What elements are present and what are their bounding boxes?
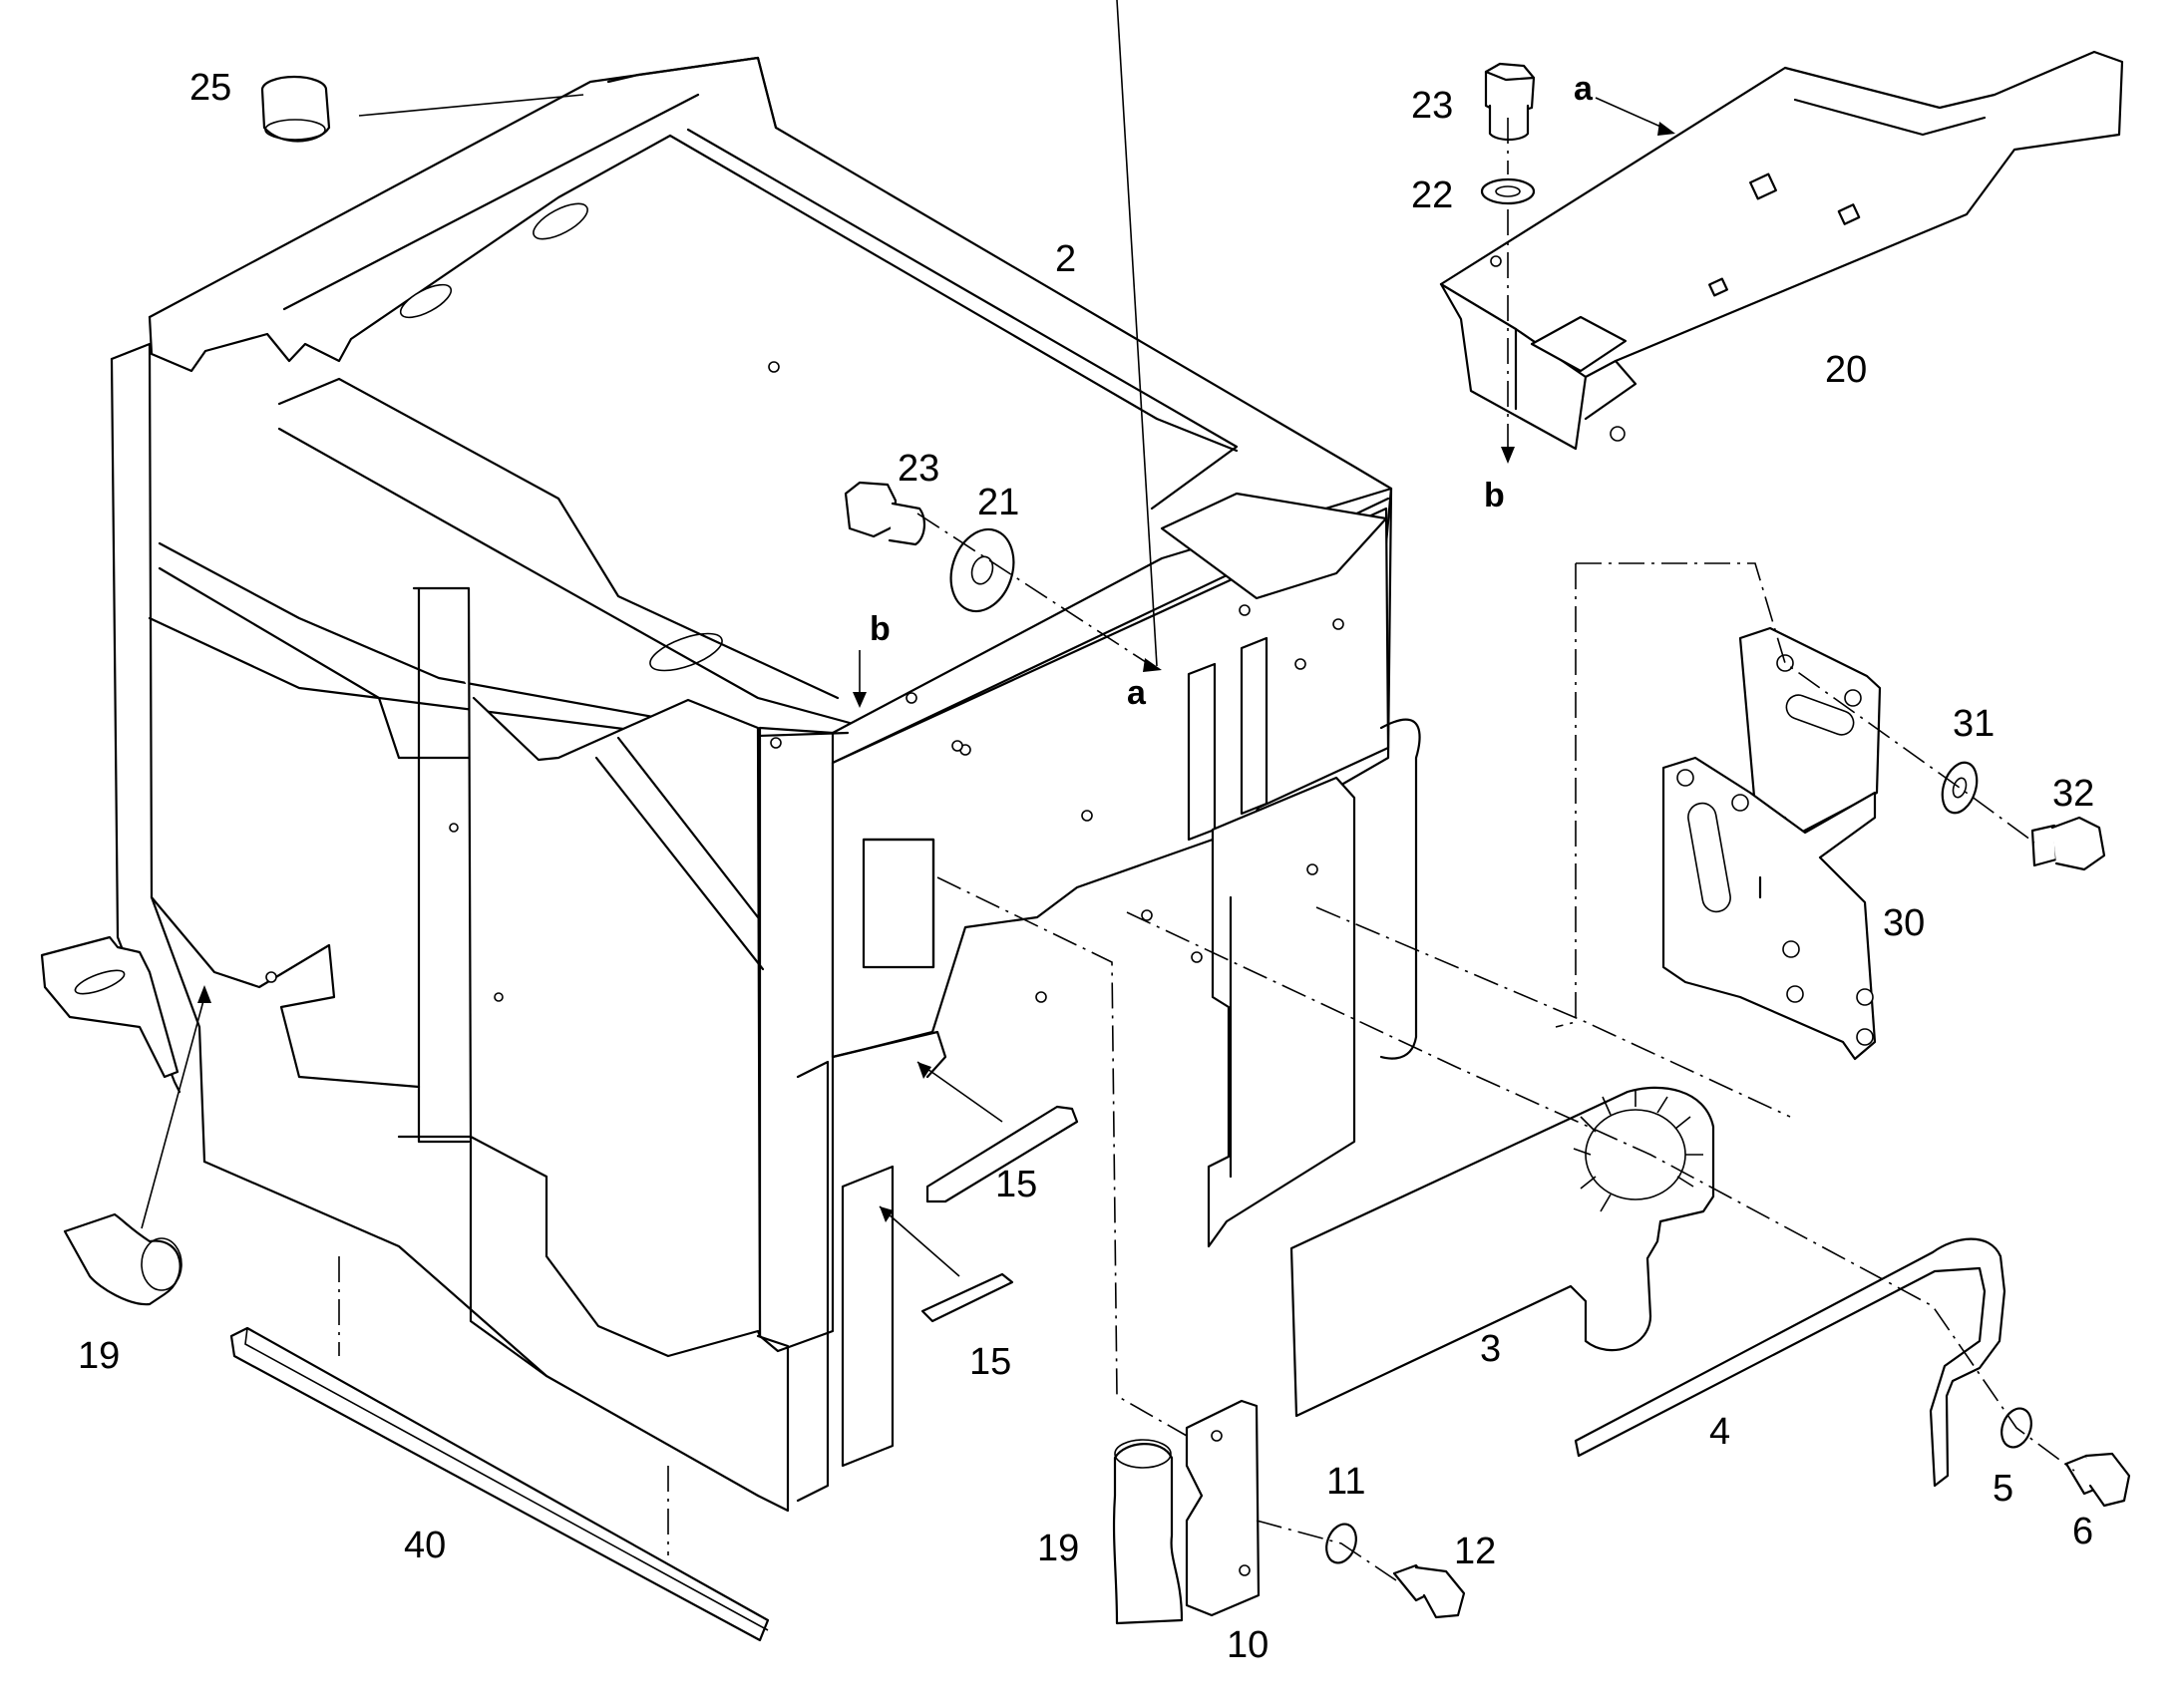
part-22-washer <box>1480 177 1536 205</box>
part-25-cap <box>260 75 331 143</box>
callout-31: 31 <box>1953 703 1995 745</box>
part-15-strip-b <box>920 1272 1014 1323</box>
part-23-bolt-mid <box>844 481 925 546</box>
part-40-bar <box>229 1326 770 1642</box>
part-6-bolt <box>2064 1452 2131 1508</box>
callout-labels: 2 25 23 22 20 23 21 31 32 30 15 15 19 19… <box>78 67 2094 1666</box>
callout-6: 6 <box>2072 1511 2093 1552</box>
callout-15-upper: 15 <box>995 1164 1037 1205</box>
part-10-plate <box>1185 1399 1261 1617</box>
ref-a-frame: a <box>1127 674 1147 712</box>
callout-3: 3 <box>1480 1328 1501 1370</box>
callout-15-lower: 15 <box>969 1341 1011 1383</box>
ref-b-frame: b <box>870 610 891 648</box>
part-4-bar <box>1574 1237 2006 1488</box>
part-31-washer <box>1941 761 1979 815</box>
callout-19-left: 19 <box>78 1335 120 1377</box>
callout-20: 20 <box>1825 349 1867 391</box>
callout-5: 5 <box>1993 1468 2013 1510</box>
callout-11: 11 <box>1326 1461 1365 1503</box>
part-15-strip-a <box>925 1105 1079 1203</box>
callout-22: 22 <box>1411 174 1453 216</box>
callout-4: 4 <box>1709 1411 1730 1453</box>
callout-23-top: 23 <box>1411 85 1453 127</box>
callout-40: 40 <box>404 1525 446 1566</box>
main-frame <box>40 56 1421 1513</box>
part-12-screw <box>1392 1563 1466 1619</box>
part-21-washer <box>949 527 1015 613</box>
part-3-plate <box>1289 1086 1715 1418</box>
part-20-subframe <box>1439 50 2124 451</box>
callout-23-mid: 23 <box>898 448 939 490</box>
callout-21: 21 <box>977 482 1019 523</box>
part-32-bolt <box>2030 816 2106 871</box>
leader-lines <box>141 0 1675 1277</box>
callout-10: 10 <box>1227 1624 1269 1666</box>
ref-a-top: a <box>1574 70 1594 108</box>
reference-letters: a b b a <box>870 70 1594 712</box>
assembly-lines <box>338 118 2075 1581</box>
ref-b-top: b <box>1484 477 1505 514</box>
part-23-bolt-top <box>1484 62 1536 142</box>
part-19-hose-right <box>1112 1439 1184 1625</box>
callout-30: 30 <box>1883 902 1925 944</box>
callout-32: 32 <box>2052 773 2094 815</box>
callout-12: 12 <box>1454 1531 1496 1572</box>
part-30-bracket <box>1661 626 1882 1061</box>
part-19-hose-left <box>63 1212 182 1306</box>
callout-19-right: 19 <box>1037 1528 1079 1569</box>
callout-2: 2 <box>1055 238 1076 280</box>
callout-25: 25 <box>189 67 231 109</box>
